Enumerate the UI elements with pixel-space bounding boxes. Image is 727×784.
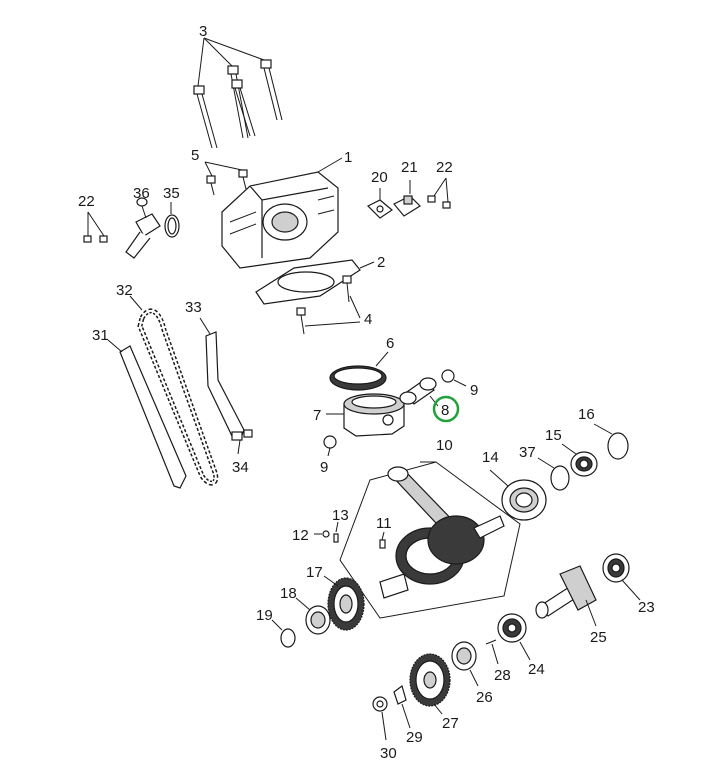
callout-18: 18 (280, 585, 297, 602)
callout-20: 20 (371, 169, 388, 186)
bearing-24 (497, 613, 531, 661)
cylinder-block (221, 157, 343, 269)
callout-9-right: 9 (470, 382, 478, 399)
callout-8: 8 (441, 402, 449, 419)
balancer-bearing-23 (602, 553, 641, 601)
callout-11: 11 (376, 515, 392, 532)
piston (326, 393, 405, 437)
piston-clips (323, 369, 467, 457)
piston-pin (399, 377, 439, 407)
callout-30: 30 (380, 745, 397, 762)
chain-tensioner (366, 177, 451, 219)
highlight-circle (432, 395, 460, 423)
gear-26 (451, 641, 479, 687)
balancer-shaft-25 (535, 565, 597, 627)
stud-bolts (204, 161, 248, 196)
pin-28 (485, 639, 499, 665)
ring-19 (271, 619, 296, 648)
chain-guide-left (107, 339, 187, 489)
callout-16: 16 (578, 406, 595, 423)
callout-36: 36 (133, 185, 150, 202)
callout-31: 31 (92, 327, 109, 344)
cylinder-bolts (193, 37, 283, 149)
callout-9-left: 9 (320, 459, 328, 476)
callout-22-right: 22 (436, 159, 453, 176)
callout-19: 19 (256, 607, 273, 624)
main-bearing (489, 469, 547, 521)
callout-12: 12 (292, 527, 309, 544)
nut-30 (372, 696, 388, 741)
bearing-15 (561, 443, 598, 477)
base-bolts (296, 275, 361, 335)
callout-29: 29 (406, 729, 423, 746)
callout-5: 5 (191, 147, 199, 164)
water-outlet (83, 197, 180, 259)
callout-23: 23 (638, 599, 655, 616)
callout-33: 33 (185, 299, 202, 316)
callout-37: 37 (519, 444, 536, 461)
gear-27 (409, 653, 451, 715)
callout-1: 1 (344, 149, 352, 166)
callout-21: 21 (401, 159, 418, 176)
callout-15: 15 (545, 427, 562, 444)
sprocket-17 (323, 575, 365, 631)
o-ring-16 (593, 423, 629, 460)
callout-7: 7 (313, 407, 321, 424)
callout-34: 34 (232, 459, 249, 476)
cylinder-gasket (255, 259, 375, 305)
callout-28: 28 (494, 667, 511, 684)
callout-4: 4 (364, 311, 372, 328)
washer-29 (393, 684, 411, 729)
callout-35: 35 (163, 185, 180, 202)
callout-17: 17 (306, 564, 323, 581)
callout-labels: 3 5 1 20 21 22 22 36 35 2 32 33 4 31 6 9… (78, 23, 655, 762)
washer-18 (295, 597, 331, 635)
timing-chain (129, 295, 219, 486)
callout-14: 14 (482, 449, 499, 466)
pin-12-13 (314, 521, 339, 543)
callout-13: 13 (332, 507, 349, 524)
key-11 (379, 531, 386, 549)
callout-25: 25 (590, 629, 607, 646)
callout-24: 24 (528, 661, 545, 678)
callout-3: 3 (199, 23, 207, 40)
callout-22-left: 22 (78, 193, 95, 210)
callout-6: 6 (386, 335, 394, 352)
oil-seal-ring (537, 457, 570, 491)
callout-32: 32 (116, 282, 133, 299)
callout-26: 26 (476, 689, 493, 706)
crankshaft-assembly (339, 461, 521, 619)
callout-10: 10 (436, 437, 453, 454)
callout-27: 27 (442, 715, 459, 732)
chain-guide-right (199, 317, 253, 455)
piston-rings (329, 351, 389, 391)
callout-2: 2 (377, 254, 385, 271)
